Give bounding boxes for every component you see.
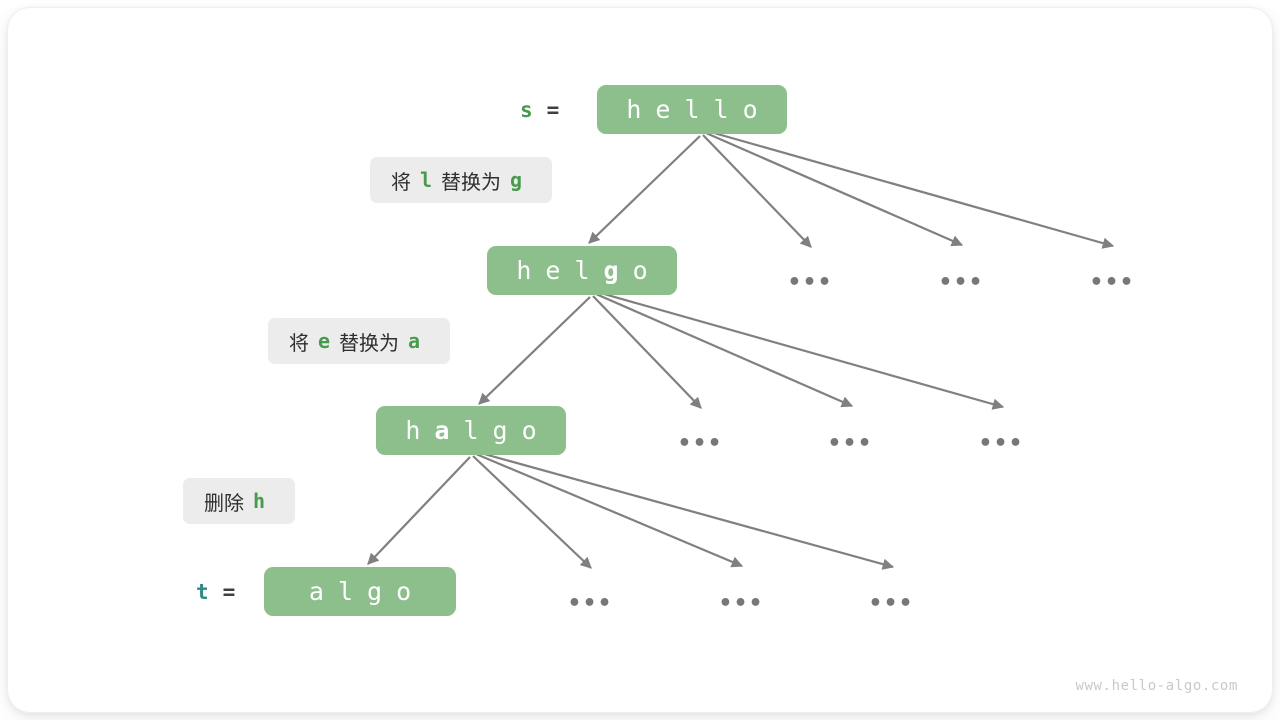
- operation-code-token: l: [420, 168, 433, 192]
- string-char: e: [545, 256, 561, 285]
- operation-code-token: h: [253, 489, 266, 513]
- variable-equals-s: =: [546, 97, 560, 122]
- string-char: h: [405, 416, 421, 445]
- ellipsis-r3-c3: •••: [868, 591, 914, 616]
- operation-code-token: e: [318, 329, 331, 353]
- variable-label-t: t =: [196, 567, 235, 616]
- ellipsis-r3-c2: •••: [718, 591, 764, 616]
- operation-text: 将: [289, 330, 309, 355]
- string-char: g: [603, 256, 619, 285]
- op-delete-h: 删除 h: [183, 478, 296, 524]
- ellipsis-r3-c1: •••: [567, 591, 613, 616]
- ellipsis-r2-c2: •••: [827, 431, 873, 456]
- operation-text: 替换为: [441, 169, 502, 194]
- operation-text: 替换为: [339, 330, 400, 355]
- ellipsis-r1-c3: •••: [1089, 270, 1135, 295]
- string-char: o: [632, 256, 648, 285]
- operation-text: 将: [391, 169, 411, 194]
- string-char: l: [463, 416, 479, 445]
- string-char: h: [516, 256, 532, 285]
- variable-label-s: s =: [520, 85, 559, 134]
- operation-code-token: g: [510, 168, 523, 192]
- string-char: a: [434, 416, 450, 445]
- watermark: www.hello-algo.com: [1075, 678, 1238, 694]
- ellipsis-r2-c3: •••: [978, 431, 1024, 456]
- string-char: o: [742, 95, 758, 124]
- string-char: o: [396, 577, 412, 606]
- variable-name-s: s: [520, 97, 533, 122]
- string-char: g: [367, 577, 383, 606]
- operation-code-token: a: [408, 329, 421, 353]
- string-char: a: [308, 577, 324, 606]
- string-char: l: [713, 95, 729, 124]
- ellipsis-r1-c1: •••: [787, 270, 833, 295]
- variable-equals-t: =: [222, 579, 236, 604]
- operation-text: 删除: [204, 490, 244, 515]
- string-char: l: [684, 95, 700, 124]
- string-char: o: [521, 416, 537, 445]
- string-char: g: [492, 416, 508, 445]
- string-char: e: [655, 95, 671, 124]
- string-char: l: [574, 256, 590, 285]
- ellipsis-r1-c2: •••: [938, 270, 984, 295]
- ellipsis-r2-c1: •••: [677, 431, 723, 456]
- string-char: h: [626, 95, 642, 124]
- variable-name-t: t: [196, 579, 209, 604]
- string-char: l: [337, 577, 353, 606]
